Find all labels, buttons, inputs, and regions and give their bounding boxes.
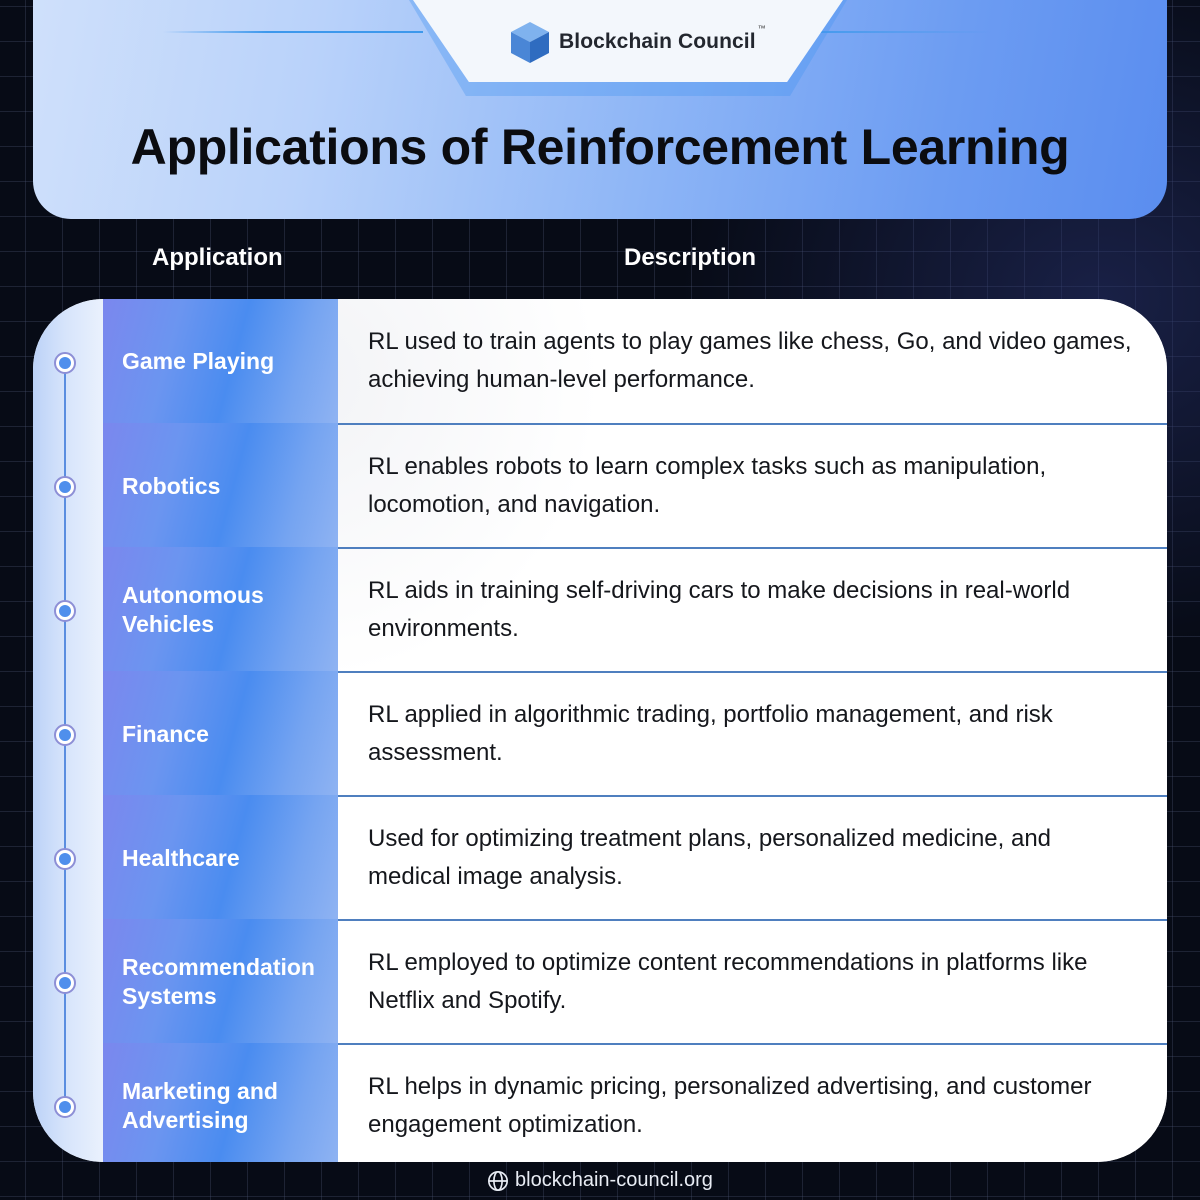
description-cell: RL used to train agents to play games li… (338, 299, 1167, 423)
applications-table: Game Playing RL used to train agents to … (33, 299, 1167, 1162)
header-card: Blockchain Council ™ Applications of Rei… (33, 0, 1167, 219)
table-row: Robotics RL enables robots to learn comp… (103, 423, 1167, 547)
application-cell: Marketing and Advertising (103, 1043, 338, 1162)
application-cell: Autonomous Vehicles (103, 547, 338, 671)
timeline-dot-icon (54, 600, 76, 622)
footer: blockchain-council.org (0, 1169, 1200, 1192)
brand-logo: Blockchain Council ™ (507, 20, 766, 64)
application-cell: Recommendation Systems (103, 919, 338, 1043)
globe-icon (488, 1170, 509, 1191)
cube-icon (511, 22, 549, 63)
header-accent-line-left (163, 31, 423, 33)
table-row: Finance RL applied in algorithmic tradin… (103, 671, 1167, 795)
page-title: Applications of Reinforcement Learning (130, 119, 1070, 175)
table-row: Recommendation Systems RL employed to op… (103, 919, 1167, 1043)
description-cell: RL enables robots to learn complex tasks… (338, 425, 1167, 547)
brand-name: Blockchain Council (559, 30, 756, 53)
table-row: Marketing and Advertising RL helps in dy… (103, 1043, 1167, 1162)
table-row: Healthcare Used for optimizing treatment… (103, 795, 1167, 919)
timeline-dot-icon (54, 848, 76, 870)
description-cell: Used for optimizing treatment plans, per… (338, 797, 1167, 919)
timeline-dot-icon (54, 724, 76, 746)
description-cell: RL applied in algorithmic trading, portf… (338, 673, 1167, 795)
table-row: Game Playing RL used to train agents to … (103, 299, 1167, 423)
header-accent-line-right (793, 31, 993, 33)
column-header-description: Description (624, 244, 757, 271)
trademark-symbol: ™ (757, 24, 766, 33)
timeline-dot-icon (54, 1096, 76, 1118)
description-cell: RL aids in training self-driving cars to… (338, 549, 1167, 671)
table-row: Autonomous Vehicles RL aids in training … (103, 547, 1167, 671)
description-cell: RL employed to optimize content recommen… (338, 921, 1167, 1043)
website-link[interactable]: blockchain-council.org (515, 1169, 713, 1191)
column-header-application: Application (152, 244, 283, 271)
application-cell: Robotics (103, 423, 338, 547)
description-cell: RL helps in dynamic pricing, personalize… (338, 1045, 1167, 1162)
timeline-dot-icon (54, 352, 76, 374)
timeline-dot-icon (54, 476, 76, 498)
application-cell: Healthcare (103, 795, 338, 919)
table-body: Game Playing RL used to train agents to … (103, 299, 1167, 1162)
logo-tab (413, 0, 843, 82)
application-cell: Game Playing (103, 299, 338, 423)
timeline-dot-icon (54, 972, 76, 994)
application-cell: Finance (103, 671, 338, 795)
